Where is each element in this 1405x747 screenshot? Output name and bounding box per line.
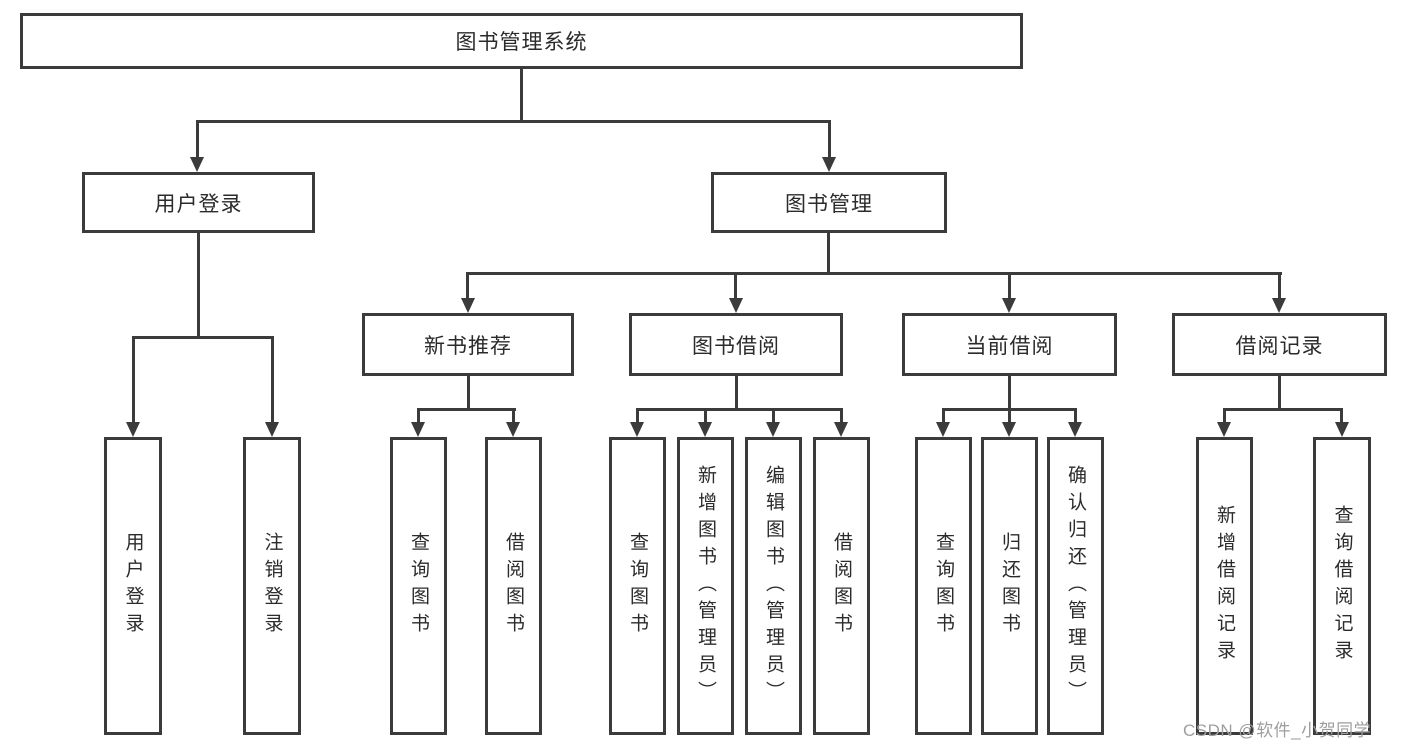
arrow-down-icon	[834, 422, 848, 437]
connector-root-rail	[196, 120, 831, 123]
connector-root-stem	[520, 69, 523, 123]
leaf-user-login-box: 用户登录	[104, 437, 162, 735]
leaf-borrowing-query-books-label: 查询图书	[627, 532, 648, 640]
arrow-down-icon	[1002, 422, 1016, 437]
connector-borrowing-records-rail	[1223, 408, 1343, 411]
connector-current-borrowing-drop-2	[1008, 411, 1011, 422]
connector-user-login-stem	[197, 233, 200, 339]
connector-book-mgmt-drop-3	[1008, 275, 1011, 298]
arrow-down-icon	[1217, 422, 1231, 437]
leaf-query-borrow-record-box: 查询借阅记录	[1313, 437, 1371, 735]
leaf-confirm-return-admin-label: 确认归还（管理员）	[1065, 464, 1086, 708]
node-book-borrowing-label: 图书借阅	[692, 334, 780, 358]
arrow-down-icon	[1002, 298, 1016, 313]
node-library-system-label: 图书管理系统	[455, 31, 588, 54]
connector-current-borrowing-drop-1	[942, 411, 945, 422]
connector-book-borrowing-drop-4	[840, 411, 843, 422]
arrow-down-icon	[822, 157, 836, 172]
arrow-down-icon	[461, 298, 475, 313]
leaf-add-borrow-record-box: 新增借阅记录	[1196, 437, 1253, 735]
leaf-rec-query-books-label: 查询图书	[408, 532, 429, 640]
leaf-rec-borrow-books-box: 借阅图书	[485, 437, 542, 735]
arrow-down-icon	[1068, 422, 1082, 437]
arrow-down-icon	[506, 422, 520, 437]
connector-book-mgmt-drop-2	[734, 275, 737, 298]
connector-book-borrowing-drop-2	[704, 411, 707, 422]
node-current-borrowing-label: 当前借阅	[965, 334, 1054, 358]
connector-borrowing-records-stem	[1278, 376, 1281, 411]
node-borrowing-records-box: 借阅记录	[1172, 313, 1387, 376]
node-book-management-box: 图书管理	[711, 172, 947, 233]
csdn-watermark: CSDN @软件_小贺同学	[1183, 721, 1372, 740]
leaf-confirm-return-admin-box: 确认归还（管理员）	[1047, 437, 1104, 735]
node-book-borrowing-box: 图书借阅	[629, 313, 843, 376]
arrow-down-icon	[630, 422, 644, 437]
node-new-book-recommend-label: 新书推荐	[424, 334, 512, 358]
connector-user-login-drop-right	[271, 336, 274, 422]
leaf-return-books-label: 归还图书	[999, 532, 1020, 640]
leaf-current-query-books-label: 查询图书	[933, 532, 954, 640]
connector-root-drop-right	[828, 120, 831, 157]
connector-book-borrowing-drop-3	[772, 411, 775, 422]
connector-new-book-rec-rail	[417, 408, 516, 411]
leaf-add-books-admin-box: 新增图书（管理员）	[677, 437, 734, 735]
leaf-rec-borrow-books-label: 借阅图书	[503, 532, 524, 640]
arrow-down-icon	[1335, 422, 1349, 437]
arrow-down-icon	[411, 422, 425, 437]
node-borrowing-records-label: 借阅记录	[1235, 334, 1324, 358]
node-library-system-box: 图书管理系统	[20, 13, 1023, 69]
leaf-current-query-books-box: 查询图书	[915, 437, 972, 735]
connector-book-mgmt-rail	[466, 272, 1282, 275]
connector-user-login-drop-left	[132, 336, 135, 422]
leaf-add-books-admin-label: 新增图书（管理员）	[695, 464, 716, 708]
node-user-login-box: 用户登录	[82, 172, 315, 233]
connector-current-borrowing-rail	[942, 408, 1077, 411]
leaf-user-login-label: 用户登录	[122, 532, 144, 640]
arrow-down-icon	[936, 422, 950, 437]
connector-current-borrowing-drop-3	[1074, 411, 1077, 422]
node-new-book-recommend-box: 新书推荐	[362, 313, 574, 376]
connector-book-borrowing-drop-1	[636, 411, 639, 422]
connector-book-mgmt-drop-4	[1278, 275, 1281, 298]
leaf-logout-box: 注销登录	[243, 437, 301, 735]
node-current-borrowing-box: 当前借阅	[902, 313, 1117, 376]
connector-book-borrowing-stem	[735, 376, 738, 411]
arrow-down-icon	[1272, 298, 1286, 313]
connector-root-drop-left	[196, 120, 199, 157]
connector-new-book-rec-drop-2	[512, 411, 515, 422]
leaf-add-borrow-record-label: 新增借阅记录	[1214, 505, 1235, 667]
leaf-edit-books-admin-label: 编辑图书（管理员）	[763, 464, 784, 708]
arrow-down-icon	[190, 157, 204, 172]
leaf-edit-books-admin-box: 编辑图书（管理员）	[745, 437, 802, 735]
leaf-query-borrow-record-label: 查询借阅记录	[1331, 505, 1353, 667]
leaf-borrowing-query-books-box: 查询图书	[609, 437, 666, 735]
node-book-management-label: 图书管理	[785, 192, 873, 216]
node-user-login-label: 用户登录	[154, 192, 243, 216]
arrow-down-icon	[265, 422, 279, 437]
arrow-down-icon	[126, 422, 140, 437]
leaf-return-books-box: 归还图书	[981, 437, 1038, 735]
connector-new-book-rec-drop-1	[417, 411, 420, 422]
connector-current-borrowing-stem	[1008, 376, 1011, 411]
connector-new-book-rec-stem	[467, 376, 470, 411]
arrow-down-icon	[698, 422, 712, 437]
leaf-borrowing-borrow-books-label: 借阅图书	[831, 532, 852, 640]
connector-book-mgmt-drop-1	[466, 275, 469, 298]
leaf-rec-query-books-box: 查询图书	[390, 437, 447, 735]
connector-book-mgmt-stem	[827, 233, 830, 275]
connector-borrowing-records-drop-2	[1340, 411, 1343, 422]
connector-user-login-rail	[132, 336, 274, 339]
leaf-logout-label: 注销登录	[261, 532, 283, 640]
leaf-borrowing-borrow-books-box: 借阅图书	[813, 437, 870, 735]
arrow-down-icon	[766, 422, 780, 437]
connector-book-borrowing-rail	[636, 408, 843, 411]
arrow-down-icon	[729, 298, 743, 313]
connector-borrowing-records-drop-1	[1223, 411, 1226, 422]
